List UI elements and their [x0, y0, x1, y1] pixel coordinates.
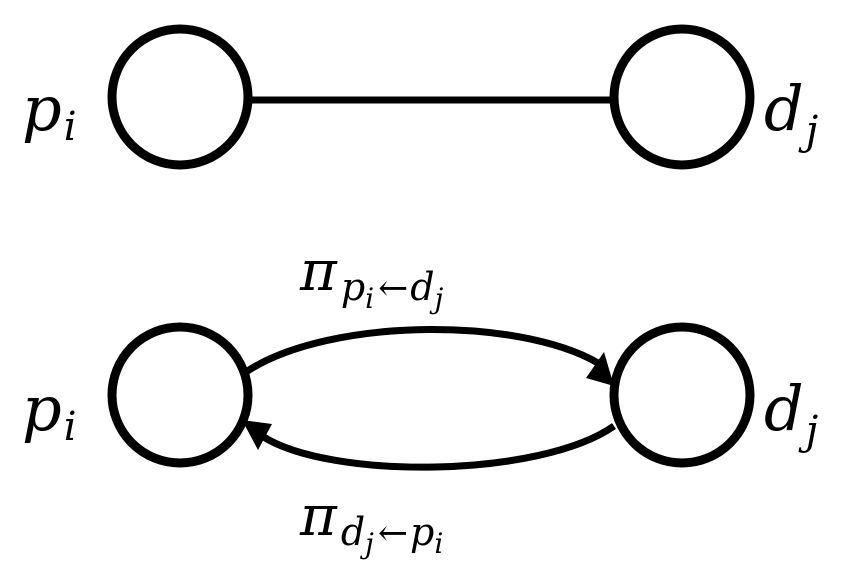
- top-left-node-label: pi: [22, 72, 77, 150]
- upper-directed-edge: [244, 326, 608, 375]
- top-left-node: [107, 24, 253, 170]
- bottom-left-node: [107, 322, 253, 468]
- top-graph: pi dj: [22, 24, 818, 170]
- lower-arrowhead: [242, 420, 272, 450]
- upper-arrowhead: [586, 352, 614, 386]
- top-right-node-label: dj: [764, 72, 818, 154]
- bottom-left-node-label: pi: [22, 372, 77, 450]
- bottom-right-node: [609, 322, 755, 468]
- top-right-node: [609, 24, 755, 170]
- lower-directed-edge: [260, 423, 617, 471]
- bottom-right-node-label: dj: [764, 372, 818, 454]
